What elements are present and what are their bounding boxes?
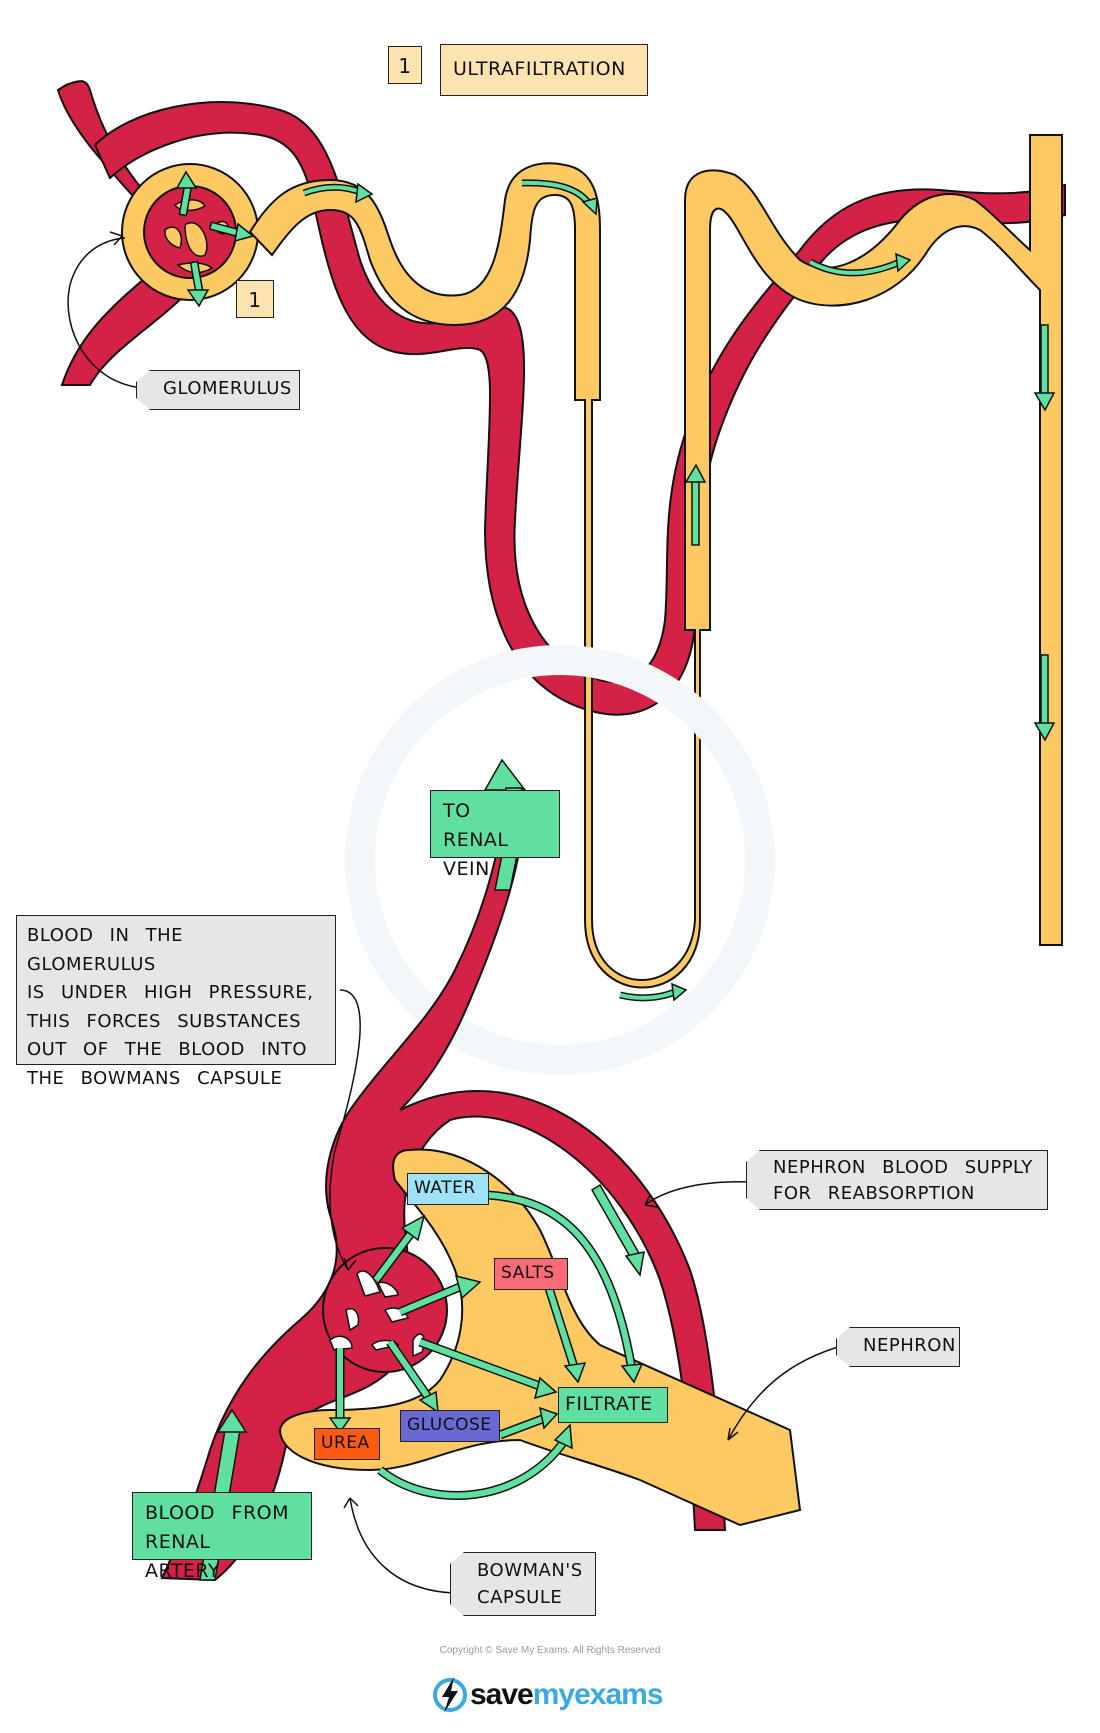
note-line-5: THE BOWMANS CAPSULE xyxy=(27,1067,283,1089)
brand-name-light: myexams xyxy=(532,1678,664,1711)
step-number-badge: 1 xyxy=(388,46,422,84)
blood-supply-line-1: NEPHRON BLOOD SUPPLY xyxy=(773,1157,1033,1178)
glomerulus-zoom xyxy=(322,1247,448,1373)
to-renal-vein-label: TO RENAL VEIN xyxy=(430,790,560,880)
note-line-1: BLOOD IN THE GLOMERULUS xyxy=(27,925,184,975)
glomerulus-label: GLOMERULUS xyxy=(136,370,300,410)
note-line-2: IS UNDER HIGH PRESSURE, xyxy=(27,982,314,1003)
note-line-4: OUT OF THE BLOOD INTO xyxy=(27,1039,308,1060)
nephron-label: NEPHRON xyxy=(836,1327,960,1367)
leader-lines xyxy=(67,231,846,1594)
substance-urea: UREA xyxy=(314,1428,380,1460)
copyright-text: Copyright © Save My Exams. All Rights Re… xyxy=(439,1645,661,1656)
nephron-blood-supply-label: NEPHRON BLOOD SUPPLY FOR REABSORPTION xyxy=(746,1150,1048,1210)
to-renal-vein-line-2: VEIN xyxy=(443,858,490,880)
brand-logo: save myexams xyxy=(430,1675,664,1715)
blood-supply-line-2: FOR REABSORPTION xyxy=(773,1183,975,1204)
bowmans-line-1: BOWMAN'S xyxy=(477,1560,583,1581)
flow-arrows-top xyxy=(175,170,1056,1002)
substance-salts: SALTS xyxy=(494,1258,568,1290)
glomerulus-marker-badge: 1 xyxy=(236,280,274,318)
blood-vessel-peritubular xyxy=(93,101,1066,716)
lightning-bolt-icon xyxy=(433,1677,467,1713)
nephron-tubule xyxy=(248,134,1063,989)
filtrate-label: FILTRATE xyxy=(558,1387,668,1423)
brand-name-dark: save xyxy=(470,1678,534,1711)
blood-from-renal-artery-label: BLOOD FROM RENAL ARTERY xyxy=(132,1492,312,1582)
to-renal-vein-line-1: TO RENAL xyxy=(443,800,509,851)
renal-artery-line-1: BLOOD FROM xyxy=(145,1502,290,1524)
bowmans-line-2: CAPSULE xyxy=(477,1587,563,1608)
note-line-3: THIS FORCES SUBSTANCES xyxy=(27,1010,302,1032)
renal-artery-line-2: RENAL ARTERY xyxy=(145,1531,221,1582)
substance-water: WATER xyxy=(407,1173,489,1205)
bowmans-capsule-label: BOWMAN'S CAPSULE xyxy=(450,1552,596,1616)
diagram-title: ULTRAFILTRATION xyxy=(440,44,648,96)
substance-glucose: GLUCOSE xyxy=(400,1410,500,1442)
watermark xyxy=(345,645,775,1075)
pressure-explanation-note: BLOOD IN THE GLOMERULUS IS UNDER HIGH PR… xyxy=(16,915,336,1089)
